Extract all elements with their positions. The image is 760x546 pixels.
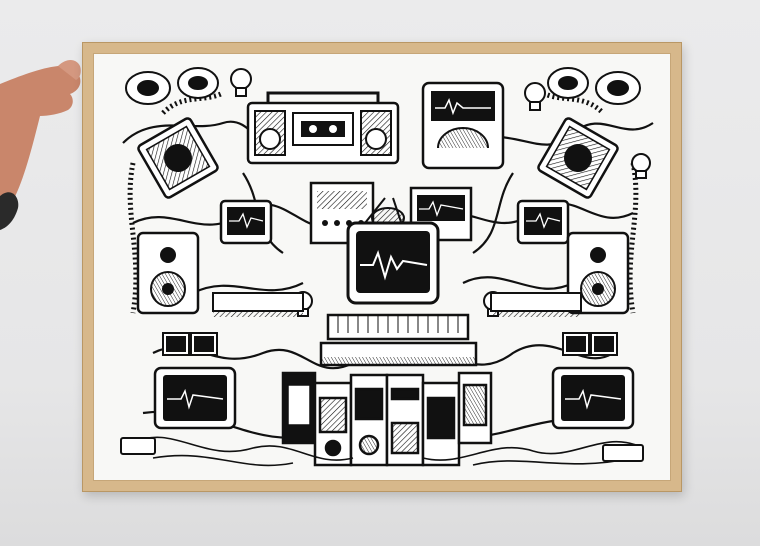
hand-icon xyxy=(0,60,81,230)
speaker-icon xyxy=(136,231,200,315)
artwork xyxy=(93,53,671,481)
computer-tower-icon xyxy=(281,371,493,467)
speaker-icon xyxy=(566,231,630,315)
ink-illustration xyxy=(120,67,654,467)
speaker-icon xyxy=(137,117,219,199)
small-tv-cluster-icon xyxy=(162,332,618,356)
horn-speaker-icon xyxy=(125,67,641,105)
tv-monitor-icon xyxy=(219,199,273,245)
tv-monitor-icon xyxy=(346,197,440,305)
power-strip-icon xyxy=(120,437,644,462)
speaker-icon xyxy=(537,117,619,199)
cable-icon xyxy=(472,172,514,254)
tv-monitor-icon xyxy=(516,199,570,245)
cable-icon xyxy=(192,282,304,294)
tv-monitor-icon xyxy=(421,81,505,170)
cables-bottom xyxy=(132,436,644,467)
keyboard-icon xyxy=(212,292,582,367)
boombox-icon xyxy=(246,91,400,165)
ribbed-tubes xyxy=(127,90,639,314)
tv-monitor-icon xyxy=(153,366,237,430)
cable-icon xyxy=(462,276,574,290)
tv-monitor-icon xyxy=(551,366,635,430)
picture-frame xyxy=(82,42,682,492)
